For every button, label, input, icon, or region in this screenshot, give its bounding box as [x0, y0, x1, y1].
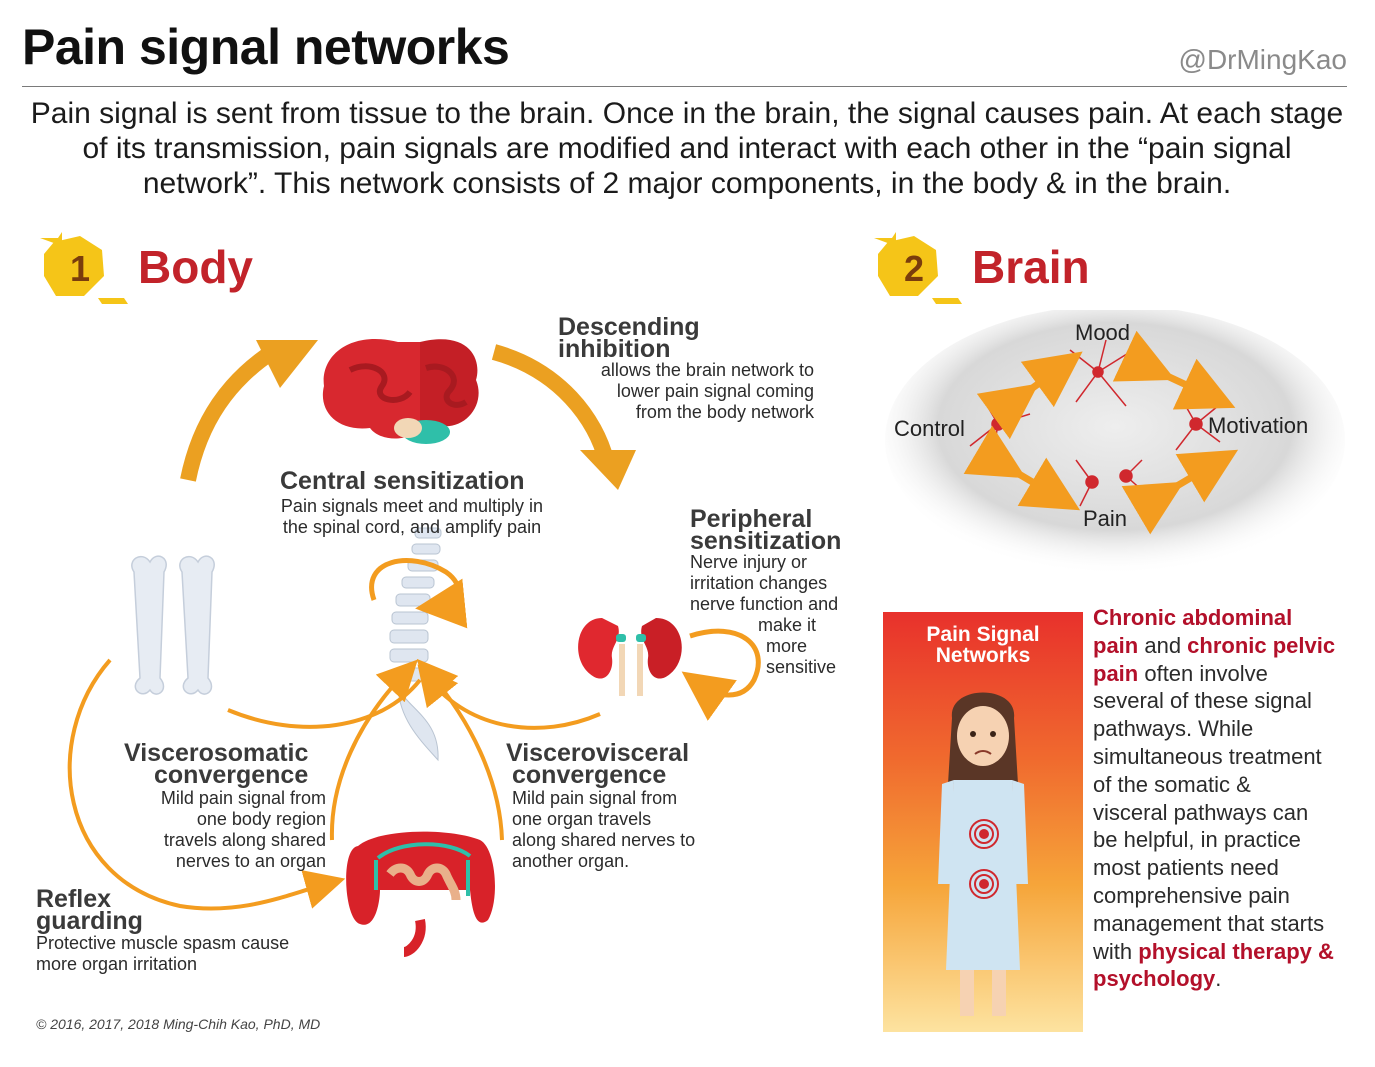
sidebar-line: pathways. While [1093, 715, 1353, 743]
peripheral-loop-arrow [681, 628, 761, 721]
organ-to-cord-arrow-left [329, 659, 418, 841]
sidebar-text: often involve [1138, 660, 1268, 686]
descending-inhibition-text: allows the brain network to lower pain s… [600, 360, 814, 422]
sidebar-text: be helpful, in practice [1093, 827, 1301, 853]
sidebar-text: several of these signal [1093, 688, 1312, 714]
mood-motivation-arrow [1112, 330, 1236, 410]
sidebar-text: comprehensive pain [1093, 882, 1290, 908]
sidebar-text: with [1093, 938, 1139, 964]
peripheral-sensitization-text: Nerve injury or irritation changes nerve… [690, 552, 839, 677]
sidebar-line: psychology. [1093, 965, 1353, 993]
poster-title: Pain Signal Networks [926, 623, 1040, 667]
sidebar-line: simultaneous treatment [1093, 743, 1353, 771]
reflex-guarding-heading: Reflex guarding [36, 885, 143, 935]
sidebar-highlight: psychology [1093, 966, 1216, 992]
body-network-diagram [67, 339, 761, 957]
sidebar-line: with physical therapy & [1093, 938, 1353, 966]
kidney-icon [578, 618, 682, 696]
brain-node-pain: Pain [1083, 506, 1128, 531]
sidebar-highlight: pain [1093, 660, 1139, 686]
header-divider [22, 86, 1347, 87]
viscerosomatic-text: Mild pain signal from one body region tr… [160, 788, 326, 871]
control-pain-arrow [963, 425, 1081, 511]
brain-node-control: Control [894, 416, 965, 441]
brain-node-mood: Mood [1075, 320, 1131, 345]
viscerovisceral-heading: Viscerovisceral convergence [506, 739, 690, 789]
brain-network-cloud [885, 310, 1345, 575]
brain-node-motivation: Motivation [1208, 413, 1309, 438]
sidebar-text: and [1138, 632, 1188, 658]
sidebar-highlight: pain [1093, 632, 1139, 658]
section-number-brain: 2 [903, 248, 925, 289]
section-title-body: Body [138, 241, 253, 293]
patient-figure-icon [938, 692, 1028, 1016]
peripheral-sensitization-heading: Peripheral sensitization [690, 505, 842, 555]
brain-icon [322, 339, 479, 444]
sidebar-text: visceral pathways can [1093, 799, 1309, 825]
reflex-guarding-text: Protective muscle spasm cause more organ… [36, 933, 290, 974]
sidebar-line: be helpful, in practice [1093, 826, 1353, 854]
copyright-footer: © 2016, 2017, 2018 Ming-Chih Kao, PhD, M… [36, 1016, 321, 1032]
descending-arrow-head [580, 450, 636, 490]
sidebar-text: of the somatic & [1093, 771, 1251, 797]
sidebar-text: most patients need [1093, 855, 1279, 881]
sidebar-line: comprehensive pain [1093, 882, 1353, 910]
viscerovisceral-text: Mild pain signal from one organ travels … [512, 788, 696, 871]
hexagon-badge-icon [874, 232, 962, 304]
central-sensitization-text: Pain signals meet and multiply in the sp… [280, 496, 544, 537]
motivation-pain-arrow [1121, 449, 1239, 535]
sidebar-text: management that starts [1093, 910, 1325, 936]
page-title: Pain signal networks [22, 19, 510, 75]
viscerosomatic-heading: Viscerosomatic convergence [124, 739, 309, 789]
sidebar-highlight: Chronic abdominal [1093, 605, 1293, 630]
author-handle: @DrMingKao [1178, 44, 1347, 75]
sidebar-text: simultaneous treatment [1093, 743, 1322, 769]
sidebar-line: visceral pathways can [1093, 799, 1353, 827]
sidebar-highlight: physical therapy & [1138, 938, 1334, 964]
sidebar-line: most patients need [1093, 854, 1353, 882]
ascending-arrow [180, 345, 277, 482]
sidebar-line: management that starts [1093, 910, 1353, 938]
sidebar-line: of the somatic & [1093, 771, 1353, 799]
mood-control-arrow [976, 351, 1083, 440]
sidebar-line: Chronic abdominal [1093, 604, 1353, 632]
central-loop-arrow [369, 558, 468, 629]
intro-paragraph: Pain signal is sent from tissue to the b… [30, 97, 1344, 200]
ascending-arrow-head [256, 340, 318, 388]
sidebar-line: pain often involve [1093, 660, 1353, 688]
pain-target-icon [969, 819, 999, 899]
section-title-brain: Brain [972, 241, 1090, 293]
section-number-body: 1 [69, 248, 91, 289]
organ-to-cord-arrow-right [416, 658, 504, 841]
sidebar-line: several of these signal [1093, 687, 1353, 715]
reflex-guarding-arc [67, 658, 346, 911]
sidebar-text: . [1215, 966, 1222, 992]
descending-inhibition-heading: Descending inhibition [558, 313, 700, 363]
sidebar-text: pathways. While [1093, 716, 1254, 742]
sidebar-line: pain and chronic pelvic [1093, 632, 1353, 660]
descending-arrow [491, 344, 614, 463]
hexagon-badge-icon [40, 232, 128, 304]
intestine-icon [346, 831, 495, 957]
sidebar-highlight: chronic pelvic [1187, 632, 1336, 658]
bone-icon [131, 555, 215, 695]
central-sensitization-heading: Central sensitization [280, 467, 525, 495]
